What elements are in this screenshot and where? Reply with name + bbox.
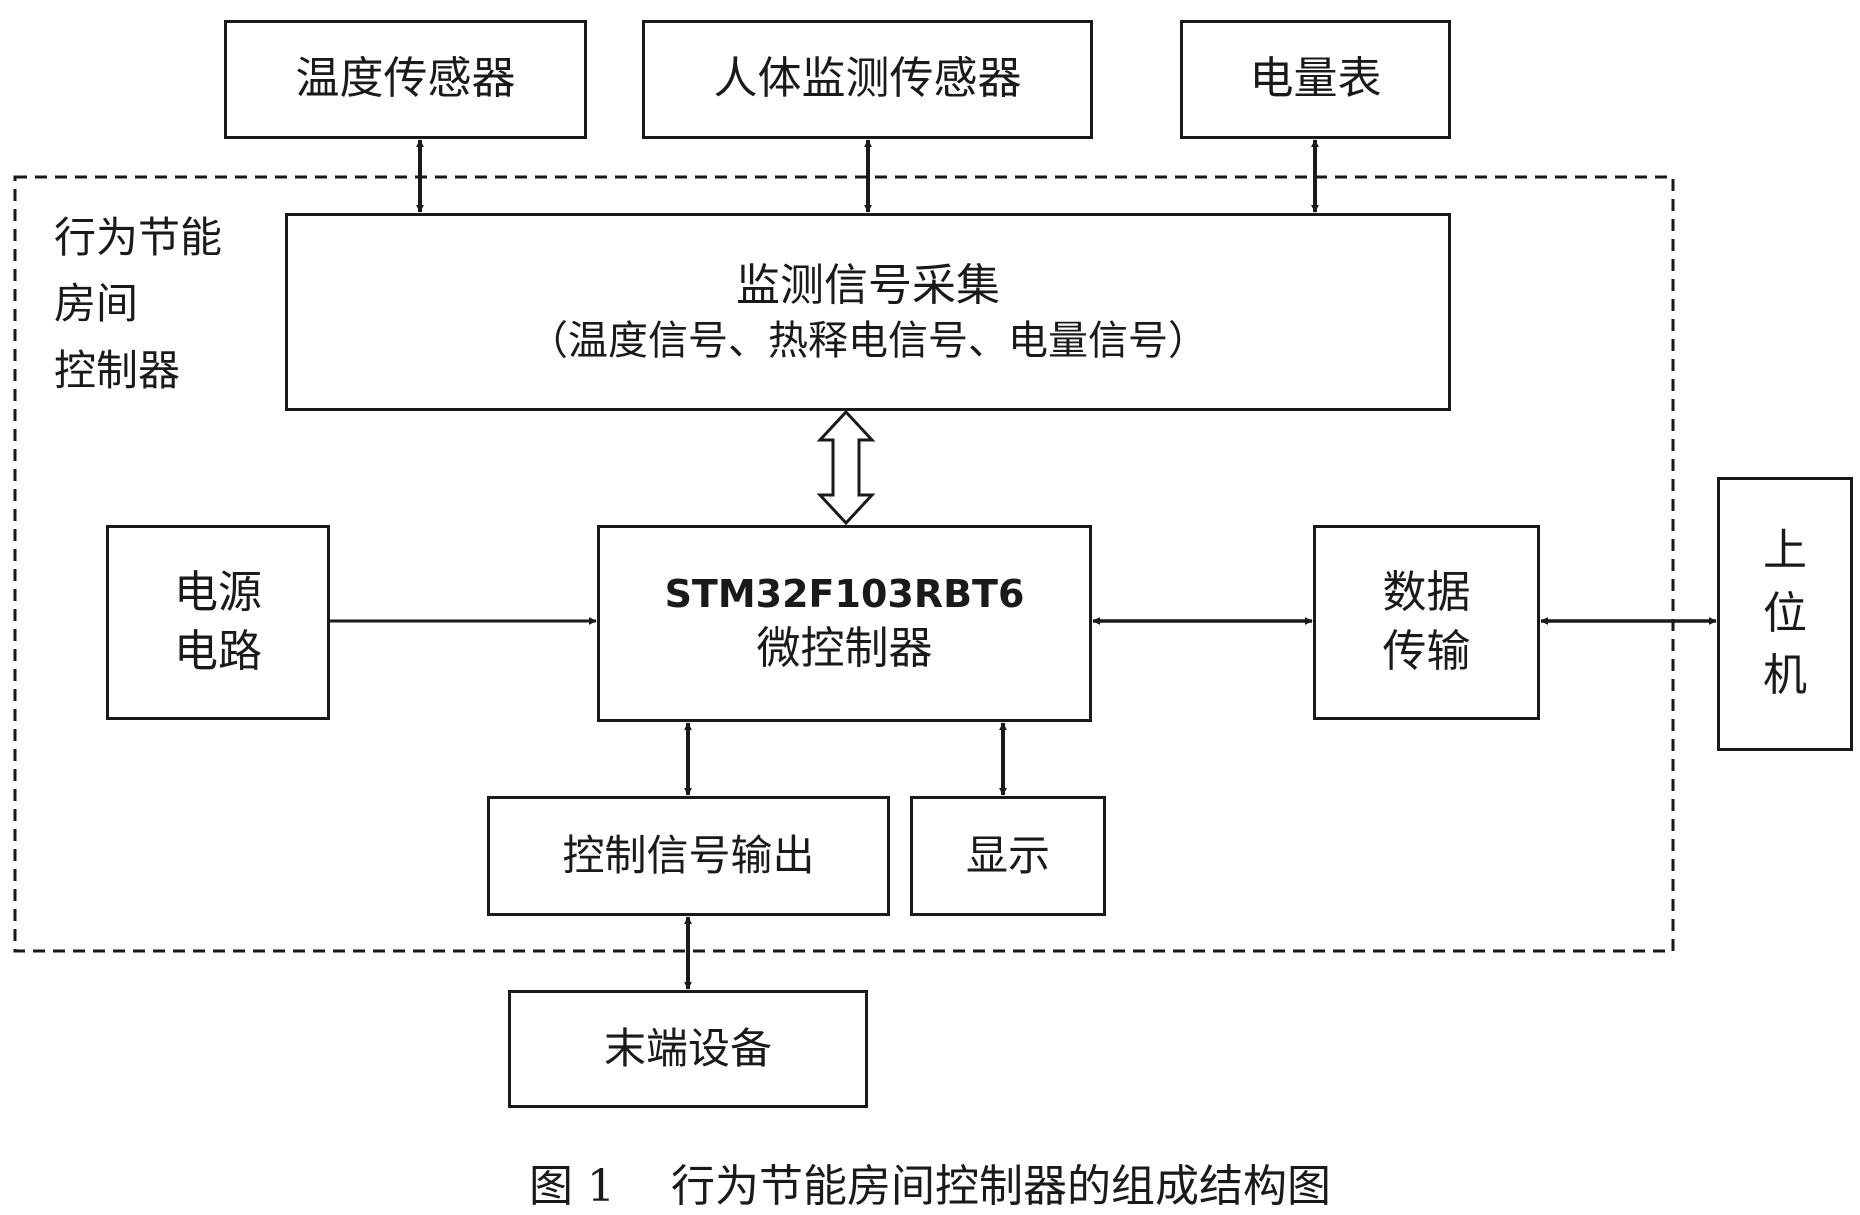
- host-computer-box: 上 位 机: [1717, 477, 1853, 751]
- terminal-equipment-box: 末端设备: [508, 990, 868, 1108]
- temperature-sensor-label: 温度传感器: [295, 53, 516, 105]
- caption-gap: [615, 1161, 671, 1212]
- group-label-line-2: 房间: [54, 279, 139, 329]
- control-output-box: 控制信号输出: [487, 796, 890, 916]
- temperature-sensor-box: 温度传感器: [224, 20, 587, 139]
- acquisition-subtitle: （温度信号、热释电信号、电量信号）: [528, 317, 1208, 364]
- data-transfer-box: 数据 传输: [1313, 525, 1540, 720]
- power-meter-label: 电量表: [1249, 53, 1382, 105]
- mcu-model: STM32F103RBT6: [664, 572, 1025, 617]
- signal-acquisition-box: 监测信号采集 （温度信号、热释电信号、电量信号）: [285, 213, 1451, 411]
- mcu-label: 微控制器: [756, 622, 933, 674]
- power-meter-box: 电量表: [1180, 20, 1451, 139]
- power-circuit-line-1: 电源: [174, 567, 262, 619]
- caption-number: 图 1: [529, 1161, 616, 1212]
- caption-text: 行为节能房间控制器的组成结构图: [670, 1161, 1331, 1212]
- power-circuit-box: 电源 电路: [106, 525, 330, 720]
- data-transfer-line-2: 传输: [1382, 625, 1471, 677]
- host-char-1: 上: [1763, 525, 1807, 577]
- host-char-3: 机: [1763, 650, 1807, 702]
- terminal-equipment-label: 末端设备: [603, 1024, 772, 1074]
- control-output-label: 控制信号输出: [562, 831, 815, 881]
- controller-boundary: [13, 175, 1675, 953]
- microcontroller-box: STM32F103RBT6 微控制器: [597, 525, 1092, 722]
- acquisition-title: 监测信号采集: [736, 259, 1000, 311]
- controller-group-label: 行为节能 房间 控制器: [54, 205, 222, 404]
- data-transfer-line-1: 数据: [1382, 567, 1471, 619]
- host-char-2: 位: [1763, 587, 1807, 639]
- group-label-line-3: 控制器: [54, 345, 181, 395]
- bus-arrow-acquisition-mcu: [816, 409, 876, 526]
- power-circuit-line-2: 电路: [174, 625, 262, 677]
- human-presence-sensor-label: 人体监测传感器: [713, 53, 1022, 105]
- group-label-line-1: 行为节能: [54, 213, 223, 262]
- figure-caption: 图 1 行为节能房间控制器的组成结构图: [0, 1150, 1860, 1214]
- human-presence-sensor-box: 人体监测传感器: [642, 20, 1093, 139]
- display-label: 显示: [965, 831, 1050, 881]
- display-box: 显示: [910, 796, 1106, 916]
